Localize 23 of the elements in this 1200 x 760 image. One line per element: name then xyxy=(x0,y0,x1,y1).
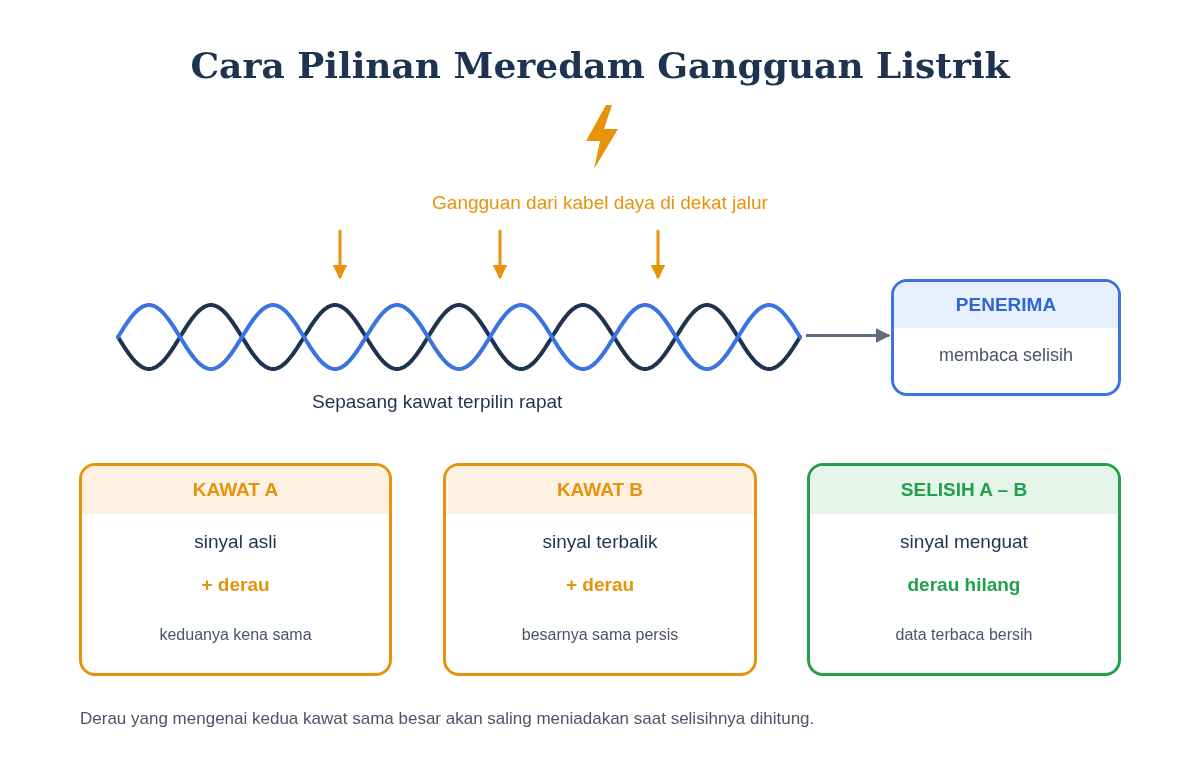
card-heading: PENERIMA xyxy=(955,292,1057,317)
info-card xyxy=(79,463,392,676)
noise-text: + derau xyxy=(201,572,270,597)
signal-text: sinyal asli xyxy=(194,530,277,554)
noise-text: + derau xyxy=(565,572,635,597)
info-card xyxy=(443,463,757,676)
info-card xyxy=(807,463,1121,676)
card-heading: SELISIH A – B xyxy=(900,477,1028,502)
footer-note: Derau yang mengenai kedua kawat sama besar akan saling meniadakan saat selisihnya dihitung. xyxy=(80,708,815,730)
noise-text: derau hilang xyxy=(907,572,1021,597)
receiver-box xyxy=(891,279,1121,396)
arrow xyxy=(806,328,891,343)
wire-caption: Sepasang kawat terpilin rapat xyxy=(312,390,563,414)
note-text: data terbaca bersih xyxy=(895,625,1033,645)
diagram-title: Cara Pilinan Meredam Gangguan Listrik xyxy=(190,43,1010,88)
card-heading: KAWAT A xyxy=(192,477,279,502)
card-heading: KAWAT B xyxy=(556,477,644,502)
interference-label: Gangguan dari kabel daya di dekat jalur xyxy=(432,191,768,215)
note-text: keduanya kena sama xyxy=(159,625,312,645)
signal-text: sinyal menguat xyxy=(900,530,1028,554)
note-text: besarnya sama persis xyxy=(521,625,679,645)
signal-text: sinyal terbalik xyxy=(542,530,658,554)
receiver-description: membaca selisih xyxy=(938,344,1074,367)
